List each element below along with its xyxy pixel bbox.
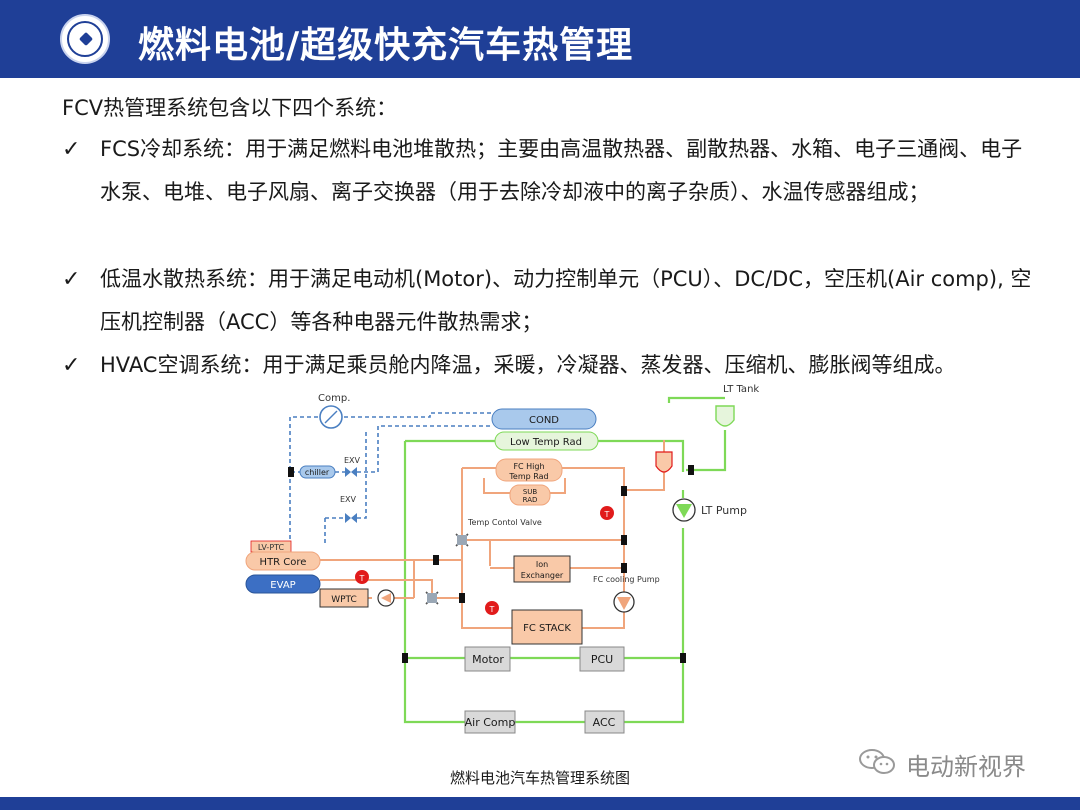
label-fc-pump: FC cooling Pump — [593, 575, 660, 584]
air-compressor — [464, 710, 516, 734]
bullet-hvac: ✓ HVAC空调系统：用于满足乘员舱内降温，采暖，冷凝器、蒸发器、压缩机、膨胀阀… — [62, 344, 1062, 430]
label-wptc: WPTC — [331, 595, 357, 605]
bullet-text: FCS冷却系统：用于满足燃料电池堆散热；主要由高温散热器、副散热器、水箱、电子三… — [100, 137, 1023, 204]
label-lt-pump: LT Pump — [701, 504, 747, 517]
exv-valve-icon — [345, 467, 357, 477]
label-cond: COND — [529, 415, 559, 426]
watermark-text: 电动新视界 — [906, 753, 1026, 781]
bullet-text: HVAC空调系统：用于满足乘员舱内降温，采暖，冷凝器、蒸发器、压缩机、膨胀阀等组… — [100, 353, 956, 377]
label-low-temp-rad: Low Temp Rad — [510, 437, 582, 448]
label-fc-stack: FC STACK — [523, 623, 571, 634]
acc-controller — [584, 710, 625, 734]
low-temp-radiator — [494, 431, 599, 451]
label-lv-ptc: LV-PTC — [258, 543, 285, 552]
check-icon: ✓ — [62, 353, 81, 378]
intro-text: FCV热管理系统包含以下四个系统： — [62, 96, 398, 120]
pcu — [579, 646, 625, 672]
motor — [464, 646, 511, 672]
exv-valve-icon — [345, 513, 357, 523]
svg-text:T: T — [604, 510, 610, 519]
chiller — [299, 465, 336, 479]
label-htr-core: HTR Core — [260, 557, 307, 568]
label-fc-high-1: FC High — [513, 462, 544, 471]
temperature-sensor-icon: T — [485, 601, 499, 615]
page-title: 燃料电池/超级快充汽车热管理 — [138, 25, 634, 66]
label-fc-high-2: Temp Rad — [508, 472, 548, 481]
label-pcu: PCU — [591, 653, 613, 666]
ion-exchanger — [513, 555, 571, 583]
logo-ring — [67, 21, 103, 57]
label-sub-1: SUB — [523, 488, 538, 496]
label-acc: ACC — [593, 716, 616, 729]
wechat-icon — [859, 749, 895, 774]
university-logo — [60, 14, 110, 64]
label-air-comp: Air Comp — [465, 716, 516, 729]
label-chiller: chiller — [305, 468, 330, 477]
fc-high-temp-radiator — [495, 458, 563, 482]
diagram-caption: 燃料电池汽车热管理系统图 — [449, 769, 630, 787]
low-temp-loop — [403, 396, 727, 724]
svg-text:T: T — [359, 574, 365, 583]
label-motor: Motor — [472, 653, 504, 666]
bullet-fcs: ✓ FCS冷却系统：用于满足燃料电池堆散热；主要由高温散热器、副散热器、水箱、电… — [62, 128, 1062, 258]
check-icon: ✓ — [62, 267, 81, 292]
water-ptc-heater — [319, 588, 369, 608]
check-icon: ✓ — [62, 137, 81, 162]
temperature-sensor-icon: T — [355, 570, 369, 584]
label-exv-2: EXV — [340, 495, 357, 504]
label-lt-tank: LT Tank — [723, 384, 759, 395]
watermark: 电动新视界 — [858, 744, 1058, 781]
title-bar: 燃料电池/超级快充汽车热管理 — [0, 0, 1080, 78]
bullet-low-temp: ✓ 低温水散热系统：用于满足电动机(Motor)、动力控制单元（PCU）、DC/… — [62, 258, 1062, 344]
lt-tank-icon — [715, 405, 735, 427]
temperature-sensor-icon: T — [600, 506, 614, 520]
sub-radiator — [509, 484, 551, 506]
condenser — [491, 408, 597, 430]
bottom-bar — [0, 797, 1080, 810]
label-sub-2: RAD — [523, 496, 538, 504]
label-comp: Comp. — [318, 393, 350, 404]
label-evap: EVAP — [270, 580, 295, 591]
fc-cooling-loop — [320, 440, 665, 629]
svg-text:T: T — [489, 605, 495, 614]
refrigerant-loop — [289, 412, 492, 545]
evaporator — [245, 574, 321, 594]
junction-markers — [288, 465, 694, 663]
label-temp-valve: Temp Contol Valve — [467, 518, 542, 527]
bullet-text: 低温水散热系统：用于满足电动机(Motor)、动力控制单元（PCU）、DC/DC… — [100, 267, 1032, 334]
label-ion-1: Ion — [536, 560, 548, 569]
label-ion-2: Exchanger — [521, 571, 564, 580]
fc-stack — [511, 609, 583, 645]
heater-core — [245, 551, 321, 571]
label-exv-1: EXV — [344, 456, 361, 465]
fc-tank-icon — [655, 451, 673, 473]
